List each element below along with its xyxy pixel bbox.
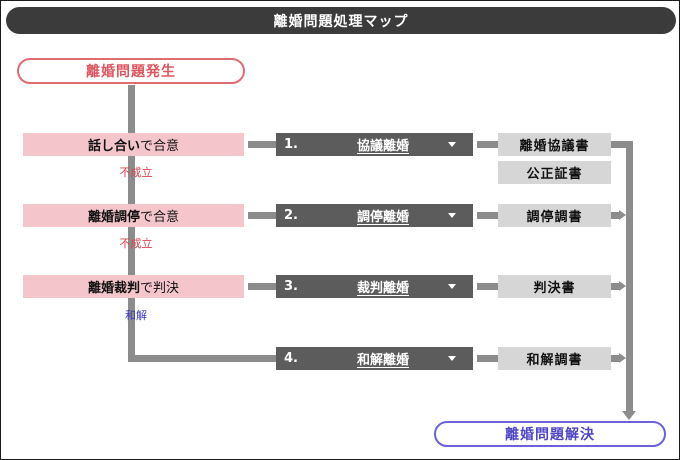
dropdown-caret-icon	[448, 213, 456, 218]
dropdown-caret-icon	[448, 356, 456, 361]
method-kyogi[interactable]: 1.協議離婚	[276, 133, 473, 156]
doc-divorce-agreement: 離婚協議書	[498, 133, 611, 156]
connector-trunk-2	[128, 156, 135, 204]
diagram-title: 離婚問題処理マップ	[6, 7, 676, 34]
connector-doc-4-out	[611, 355, 620, 362]
connector-doc-3-out	[611, 283, 620, 290]
note-settlement: 和解	[125, 309, 147, 322]
connector-doc-2-out	[611, 212, 620, 219]
method-chotei[interactable]: 2.調停離婚	[276, 204, 473, 227]
method-saiban[interactable]: 3.裁判離婚	[276, 275, 473, 298]
arrow-right-icon	[619, 210, 626, 220]
connector-cond-2	[248, 212, 276, 219]
doc-notarial-deed: 公正証書	[498, 161, 611, 184]
method-wakai[interactable]: 4.和解離婚	[276, 347, 473, 370]
connector-method-4	[477, 355, 498, 362]
end-node: 離婚問題解決	[434, 421, 666, 447]
arrow-down-icon	[622, 411, 636, 420]
condition-mediation: 離婚調停で合意	[23, 204, 244, 227]
arrow-right-icon	[619, 281, 626, 291]
connector-trunk-3	[128, 227, 135, 275]
note-failed-2: 不成立	[119, 237, 153, 250]
dropdown-caret-icon	[448, 284, 456, 289]
connector-to-method-4	[128, 355, 276, 362]
condition-negotiation: 話し合いで合意	[23, 133, 244, 156]
connector-method-2	[477, 212, 498, 219]
doc-judgment: 判決書	[498, 275, 611, 298]
start-node: 離婚問題発生	[17, 58, 245, 84]
connector-method-1	[477, 141, 498, 148]
note-failed-1: 不成立	[119, 166, 153, 179]
doc-settlement-record: 和解調書	[498, 347, 611, 370]
condition-trial: 離婚裁判で判決	[23, 275, 244, 298]
connector-cond-3	[248, 283, 276, 290]
doc-mediation-record: 調停調書	[498, 204, 611, 227]
connector-trunk-1	[128, 85, 135, 133]
dropdown-caret-icon	[448, 142, 456, 147]
connector-trunk-4	[128, 298, 135, 356]
arrow-right-icon	[619, 353, 626, 363]
connector-cond-1	[248, 141, 276, 148]
connector-doc-1-out	[611, 141, 633, 148]
connector-right-trunk	[626, 141, 633, 412]
connector-method-3	[477, 283, 498, 290]
